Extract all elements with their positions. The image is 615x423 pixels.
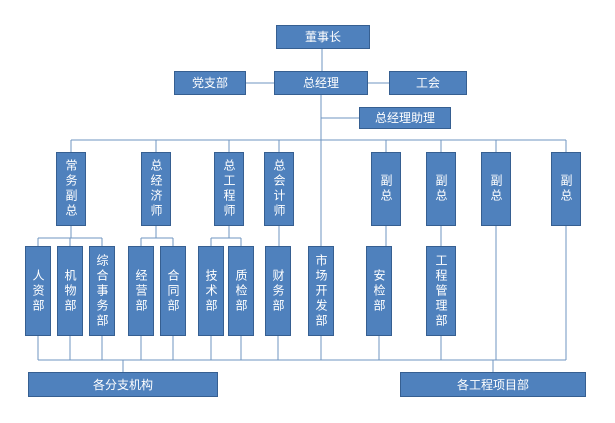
node-department-1: 机物部 (57, 246, 83, 336)
node-project-departments: 各工程项目部 (400, 372, 586, 397)
node-executive-4: 副总 (371, 152, 401, 226)
node-branch-organizations: 各分支机构 (28, 372, 218, 397)
node-department-5: 技术部 (198, 246, 224, 336)
node-department-9: 安检部 (366, 246, 392, 336)
node-party-branch: 党支部 (174, 71, 246, 95)
node-general-manager: 总经理 (274, 71, 368, 95)
node-department-7: 财务部 (265, 246, 291, 336)
node-labor-union: 工会 (389, 71, 467, 95)
node-executive-0: 常务副总 (56, 152, 86, 226)
node-department-4: 合同部 (160, 246, 186, 336)
node-gm-assistant: 总经理助理 (359, 107, 451, 129)
node-chairman: 董事长 (276, 25, 370, 49)
node-department-6: 质检部 (228, 246, 254, 336)
node-department-8: 市场开发部 (308, 246, 334, 336)
node-executive-5: 副总 (426, 152, 456, 226)
node-department-0: 人资部 (25, 246, 51, 336)
node-executive-2: 总工程师 (214, 152, 244, 226)
connector-path (37, 49, 567, 372)
node-department-10: 工程管理部 (426, 246, 456, 336)
node-executive-3: 总会计师 (264, 152, 294, 226)
node-department-3: 经营部 (128, 246, 154, 336)
node-executive-1: 总经济师 (141, 152, 171, 226)
node-executive-7: 副总 (551, 152, 581, 226)
node-department-2: 综合事务部 (89, 246, 115, 336)
node-executive-6: 副总 (481, 152, 511, 226)
